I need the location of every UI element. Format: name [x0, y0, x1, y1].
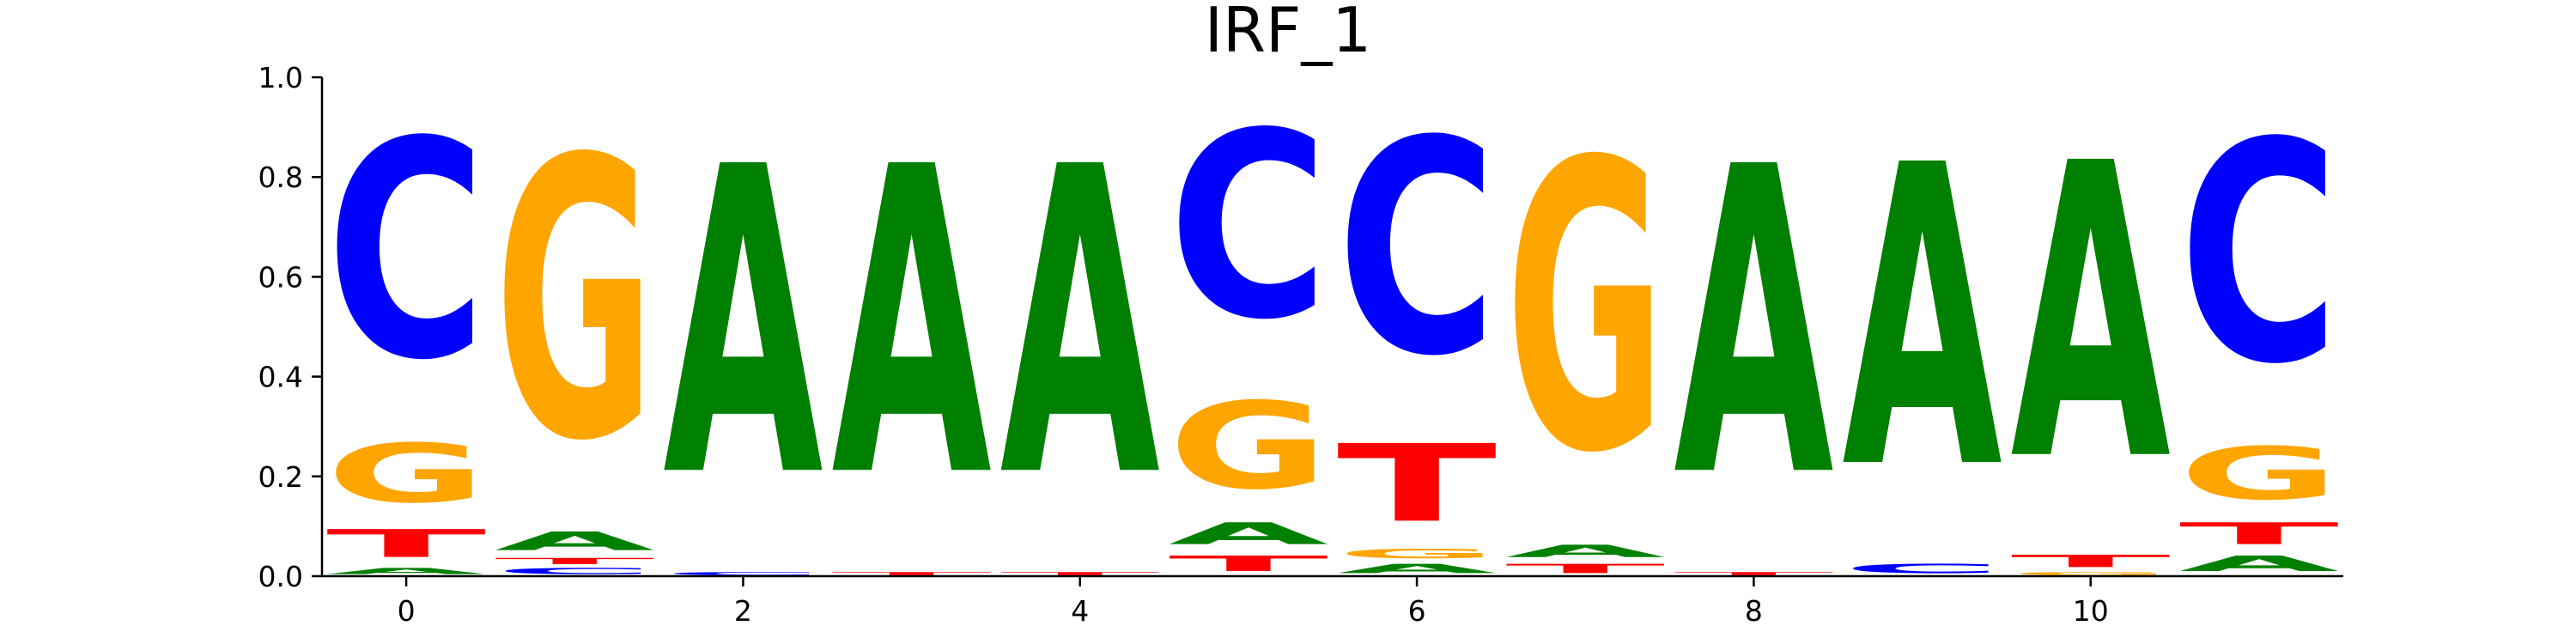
logo-letter-c-pos-6: C	[1337, 79, 1497, 422]
logo-letter-a-pos-5: A	[1169, 516, 1328, 551]
axes	[320, 77, 2343, 578]
y-tick-label: 0.4	[258, 361, 303, 394]
logo-letter-g-pos-6: G	[1337, 546, 1497, 561]
x-tick-label: 4	[1071, 594, 1089, 628]
logo-letter-t-pos-8: T	[1674, 571, 1833, 576]
logo-letter-c-pos-9: C	[1842, 562, 2002, 576]
logo-letter-t-pos-5: T	[1169, 551, 1328, 576]
logo-letter-c-pos-0: C	[326, 77, 486, 425]
logo-letter-t-pos-1: T	[495, 556, 654, 567]
x-tick-label: 0	[398, 594, 416, 628]
logo-letter-a-pos-10: A	[2011, 79, 2172, 550]
logo-letter-a-pos-11: A	[2179, 551, 2339, 576]
logo-letter-g-pos-7: G	[1505, 78, 1665, 540]
logo-letter-c-pos-5: C	[1169, 79, 1328, 377]
logo-letter-g-pos-11: G	[2179, 432, 2339, 516]
logo-letter-a-pos-2: A	[663, 80, 824, 571]
logo-letter-t-pos-10: T	[2011, 551, 2171, 571]
logo-letter-a-pos-4: A	[1000, 80, 1162, 571]
logo-letter-t-pos-3: T	[831, 571, 991, 576]
logo-letter-a-pos-6: A	[1337, 562, 1497, 576]
logo-letter-a-pos-3: A	[831, 80, 993, 571]
x-ticks: 0 2 4 6 8 10	[398, 576, 2109, 628]
logo-letter-t-pos-4: T	[1000, 571, 1160, 576]
logo-letter-a-pos-9: A	[1842, 78, 2003, 559]
y-tick-label: 1.0	[258, 61, 303, 94]
logo-letter-a-pos-0: A	[326, 566, 487, 576]
logo-letter-c-pos-1: C	[495, 566, 654, 576]
logo-letter-c-pos-11: C	[2179, 79, 2339, 431]
logo-letter-a-pos-8: A	[1674, 80, 1835, 571]
y-tick-label: 0.6	[258, 260, 303, 294]
logo-letter-g-pos-5: G	[1169, 377, 1328, 516]
logo-letter-g-pos-0: G	[326, 427, 486, 521]
logo-letter-g-pos-1: G	[495, 78, 654, 526]
x-tick-label: 6	[1408, 594, 1426, 628]
chart-title: IRF_1	[1205, 0, 1371, 66]
logo-letter-t-pos-6: T	[1337, 422, 1497, 547]
logo-letter-a-pos-1: A	[495, 526, 654, 556]
y-tick-label: 0.2	[258, 460, 303, 494]
logo-letter-a-pos-7: A	[1505, 541, 1665, 561]
logo-letter-g-pos-10: G	[2011, 571, 2171, 576]
x-tick-label: 10	[2073, 594, 2109, 628]
logo-letter-c-pos-2: C	[663, 571, 823, 576]
y-tick-label: 0.8	[258, 161, 303, 194]
x-tick-label: 8	[1745, 594, 1763, 628]
logo-letter-t-pos-11: T	[2179, 516, 2339, 551]
y-tick-label: 0.0	[258, 560, 303, 593]
y-ticks: 0.0 0.2 0.4 0.6 0.8 1.0	[258, 61, 322, 593]
logo-letter-t-pos-0: T	[326, 521, 486, 566]
x-tick-label: 2	[734, 594, 752, 628]
logo-letter-t-pos-7: T	[1505, 562, 1665, 576]
